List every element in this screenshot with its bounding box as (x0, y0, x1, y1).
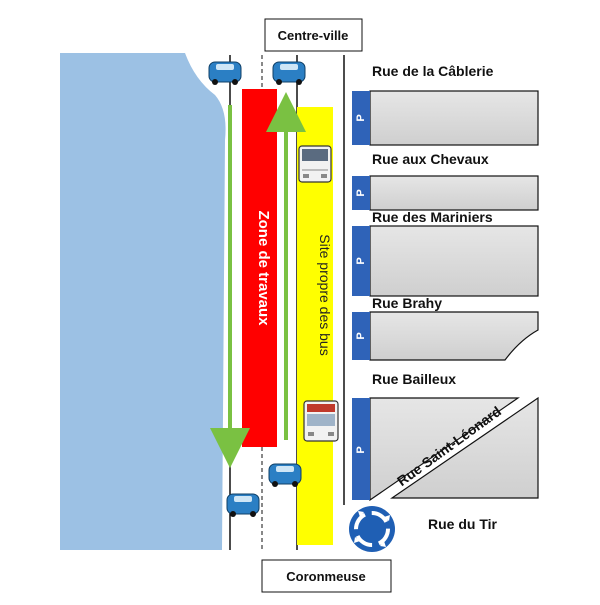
street-label-brahy: Rue Brahy (372, 295, 442, 311)
roundabout-icon (349, 506, 395, 552)
place-box-top: Centre-ville (264, 18, 363, 52)
parking-strip (352, 312, 370, 360)
car-icon (208, 61, 242, 85)
parking-icon: P (355, 114, 367, 121)
works-zone (242, 89, 277, 447)
parking-icon: P (355, 257, 367, 264)
parking-strip (352, 398, 370, 500)
car-icon (268, 463, 302, 487)
river (60, 53, 226, 550)
place-label-bottom: Coronmeuse (286, 569, 365, 584)
parking-icon: P (355, 189, 367, 196)
place-label-top: Centre-ville (278, 28, 349, 43)
bus-icon (298, 145, 332, 183)
street-label-chevaux: Rue aux Chevaux (372, 151, 489, 167)
street-label-bailleux: Rue Bailleux (372, 371, 456, 387)
parking-icon: P (355, 332, 367, 339)
street-label-cablerie: Rue de la Câblerie (372, 63, 494, 79)
works-zone-label: Zone de travaux (255, 210, 272, 326)
block-chevaux: P (352, 175, 539, 211)
parking-strip (352, 91, 370, 145)
parking-strip (352, 226, 370, 296)
street-label-tir: Rue du Tir (428, 516, 498, 532)
parking-strip (352, 176, 370, 210)
block-cablerie: P (352, 90, 539, 146)
car-icon (226, 493, 260, 517)
block-bailleux: P (352, 396, 539, 502)
car-icon (272, 61, 306, 85)
parking-icon: P (355, 446, 367, 453)
place-box-bottom: Coronmeuse (261, 559, 392, 593)
block-mariniers: P (352, 225, 539, 297)
block-brahy: P (352, 311, 539, 361)
bus-lane-label: Site propre des bus (317, 234, 333, 355)
street-label-mariniers: Rue des Mariniers (372, 209, 493, 225)
bus-icon (303, 400, 339, 442)
